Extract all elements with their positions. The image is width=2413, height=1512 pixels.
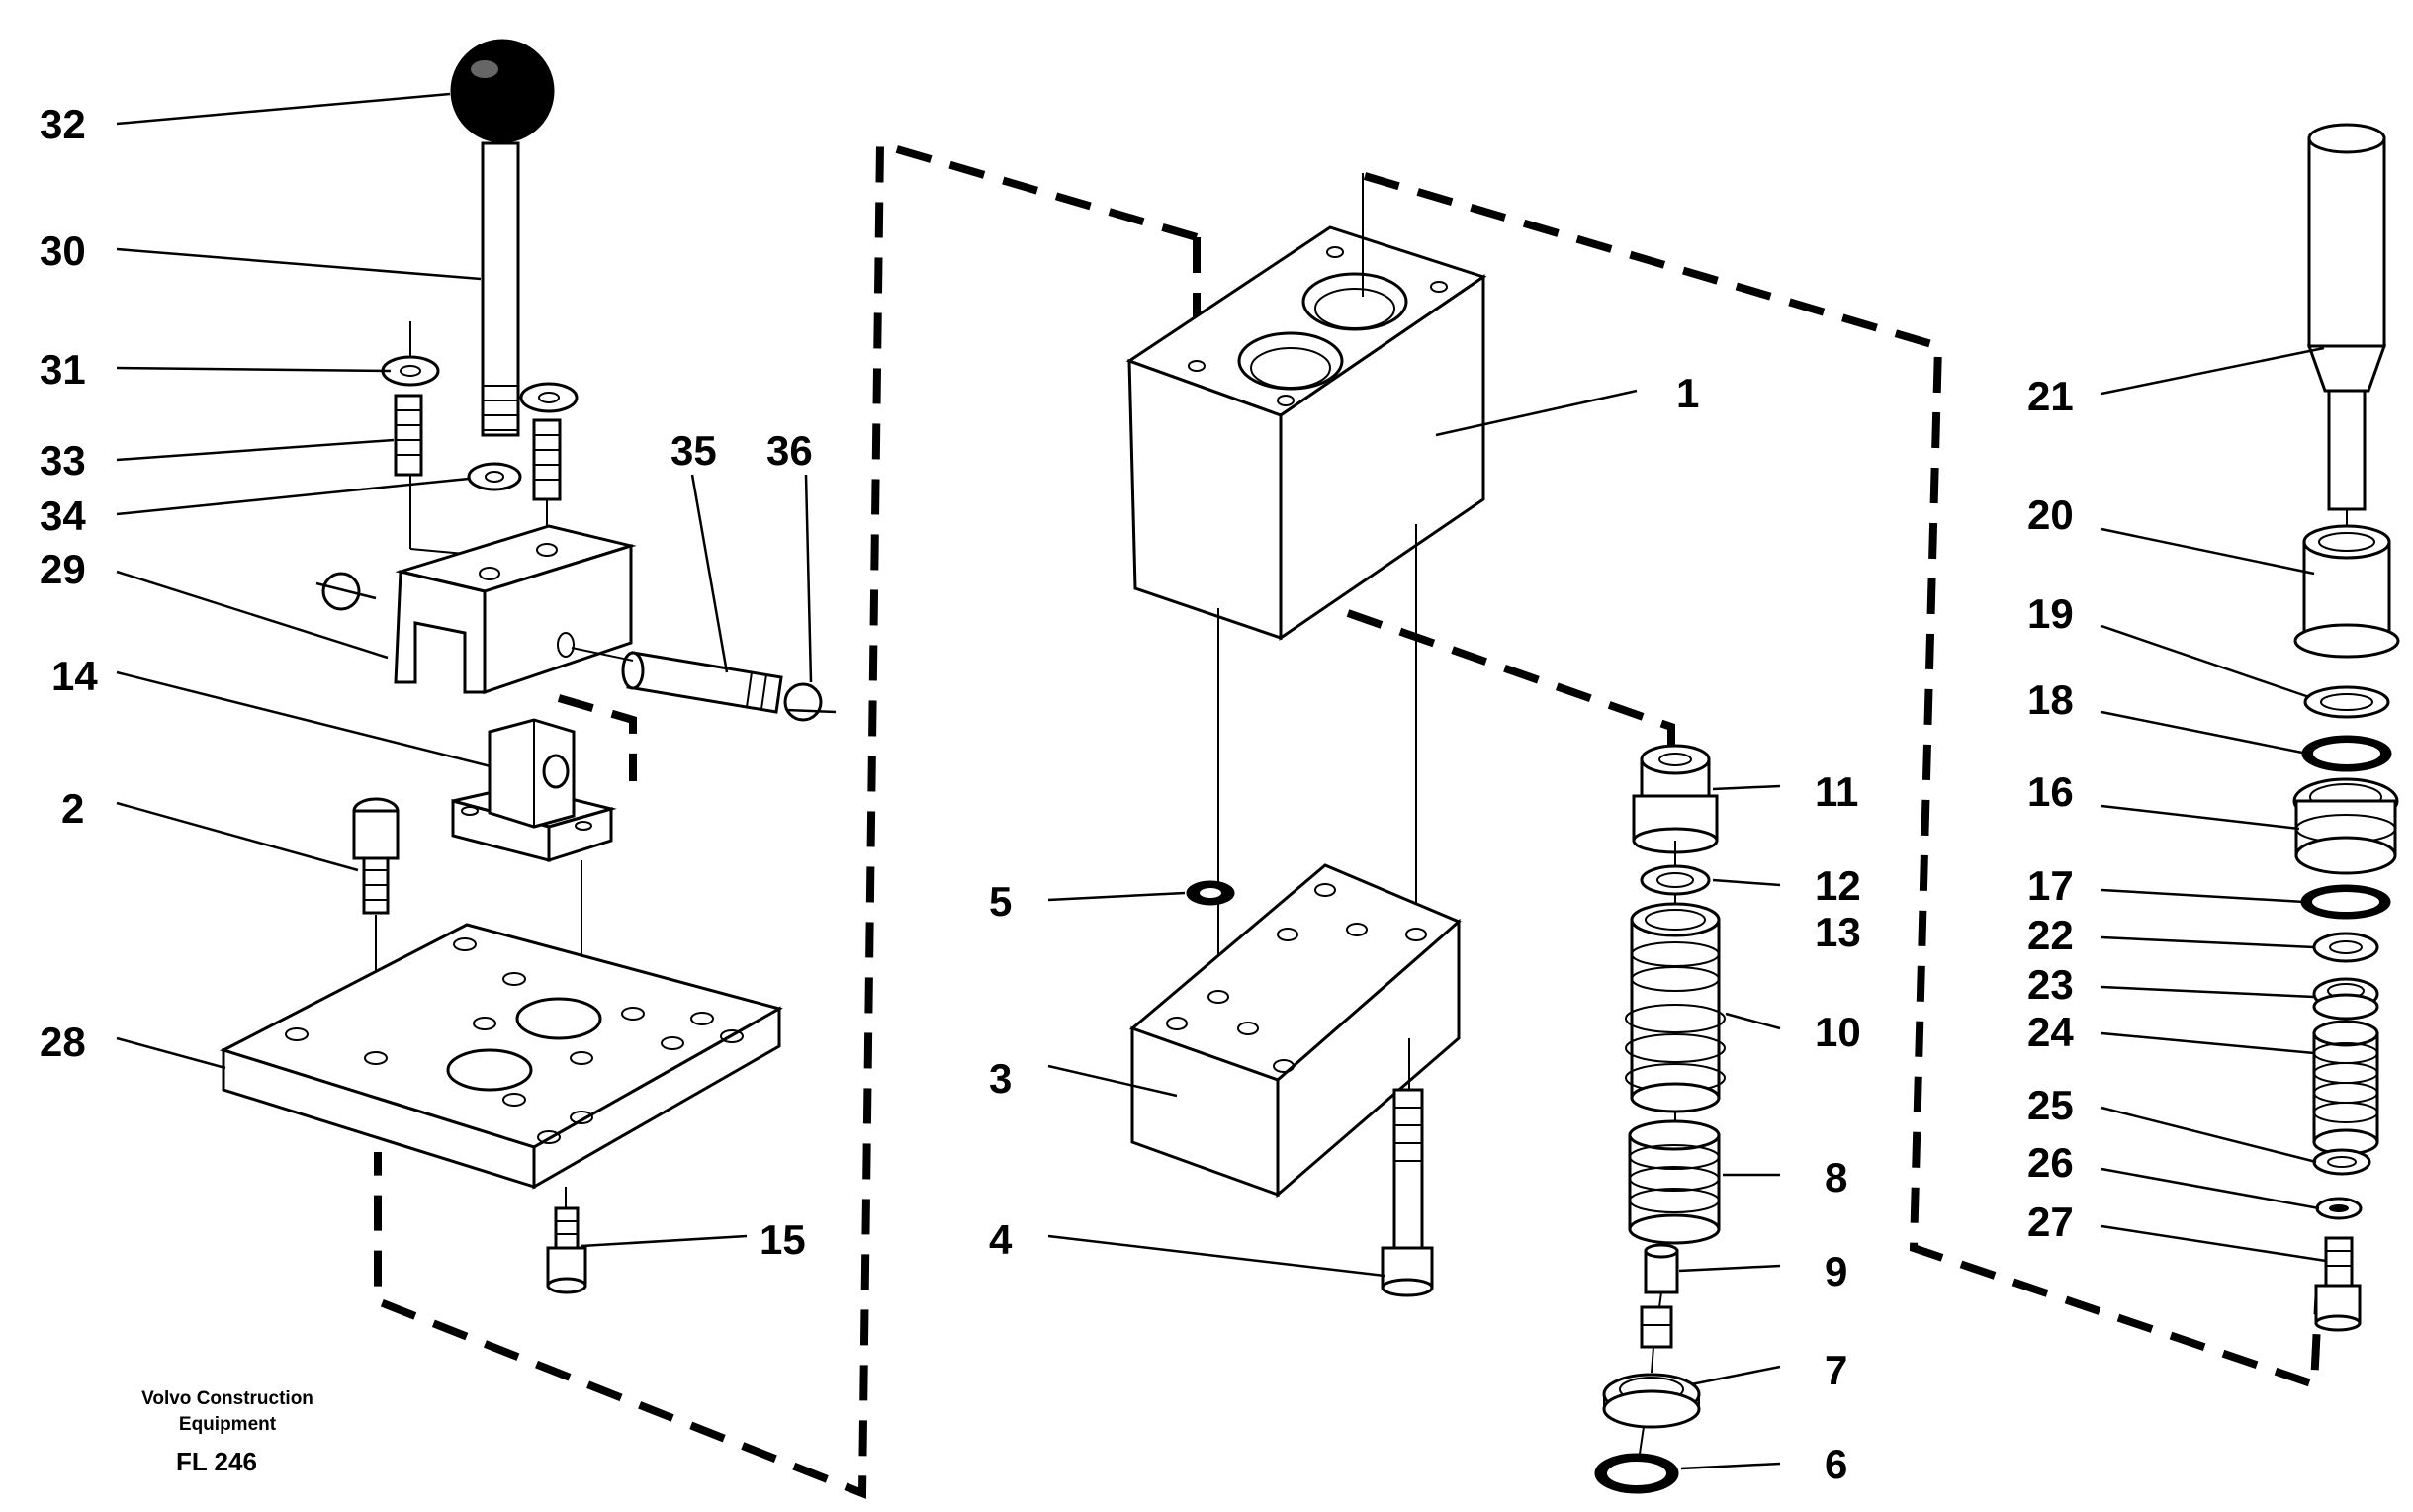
part-15-cap-screw (546, 1187, 587, 1294)
leader-lines (116, 92, 2327, 1470)
label-9: 9 (1825, 1248, 1847, 1294)
label-5: 5 (989, 878, 1012, 925)
part-labels: 32 30 31 33 34 29 14 2 28 15 35 36 1 5 3… (40, 101, 2074, 1487)
label-31: 31 (40, 346, 86, 393)
label-11: 11 (1815, 768, 1858, 815)
part-28-base-plate (220, 923, 783, 1190)
label-15: 15 (760, 1216, 806, 1263)
label-26: 26 (2027, 1139, 2074, 1186)
label-33: 33 (40, 437, 86, 484)
part-12-seal-ring (1640, 864, 1711, 896)
part-26-washer (2315, 1197, 2363, 1220)
label-7: 7 (1825, 1347, 1847, 1393)
label-1: 1 (1676, 370, 1699, 416)
part-22-washer (2312, 932, 2379, 963)
assembly-boundary-lines (374, 138, 2323, 1499)
label-14: 14 (51, 653, 98, 699)
part-20-bushing (2293, 524, 2400, 659)
label-30: 30 (40, 227, 86, 274)
part-18-o-ring (2301, 735, 2392, 772)
label-18: 18 (2027, 676, 2074, 723)
label-3: 3 (989, 1055, 1012, 1102)
label-13: 13 (1815, 909, 1861, 955)
part-27-screw (2314, 1236, 2362, 1332)
part-10-valve-sleeve (1625, 902, 1726, 1113)
label-21: 21 (2027, 373, 2074, 419)
part-36-clip (783, 682, 837, 722)
part-34-nut (467, 462, 522, 491)
label-20: 20 (2027, 491, 2074, 538)
part-31-nut-left (381, 321, 440, 387)
label-12: 12 (1815, 862, 1861, 909)
part-3-valve-block (1129, 863, 1462, 1199)
label-16: 16 (2027, 768, 2074, 815)
label-34: 34 (40, 492, 86, 539)
label-35: 35 (670, 427, 717, 474)
part-24-spring (2312, 1020, 2379, 1156)
label-22: 22 (2027, 912, 2074, 958)
part-5-o-ring (1186, 880, 1235, 906)
part-32-knob (450, 39, 555, 143)
part-29-lever-bracket (315, 524, 637, 695)
label-23: 23 (2027, 961, 2074, 1008)
part-30-lever-rod (481, 141, 520, 437)
part-35-pin (621, 651, 783, 714)
part-11-plug (1632, 744, 1719, 854)
label-28: 28 (40, 1019, 86, 1065)
label-8: 8 (1825, 1154, 1847, 1201)
part-16-guide (2292, 777, 2399, 875)
caption-company: Volvo Construction (141, 1388, 313, 1409)
label-6: 6 (1825, 1441, 1847, 1487)
label-29: 29 (40, 546, 86, 592)
label-25: 25 (2027, 1082, 2074, 1128)
part-7-seat-ring (1602, 1373, 1701, 1429)
label-32: 32 (40, 101, 86, 147)
label-17: 17 (2027, 862, 2074, 909)
label-27: 27 (2027, 1199, 2074, 1245)
label-4: 4 (989, 1216, 1013, 1263)
part-33-set-screw-right (532, 418, 562, 501)
label-36: 36 (766, 427, 813, 474)
part-31-nut-right (519, 382, 579, 413)
label-10: 10 (1815, 1009, 1861, 1055)
part-17-o-ring (2300, 884, 2391, 920)
part-21-plunger (2306, 123, 2387, 511)
part-33-set-screw-left (394, 394, 423, 477)
part-2-cap-screw (352, 797, 400, 915)
part-8-spring (1628, 1119, 1721, 1245)
label-19: 19 (2027, 590, 2074, 637)
part-4-cap-screw (1381, 1038, 1434, 1297)
part-1-valve-housing (1125, 225, 1487, 641)
figure-caption: Volvo Construction Equipment FL 246 (141, 1388, 313, 1476)
part-25-washer (2312, 1148, 2371, 1176)
part-9-spool-pin (1640, 1243, 1679, 1349)
caption-code: FL 246 (176, 1447, 257, 1476)
part-23-spring-seat (2312, 977, 2379, 1021)
caption-company-line2: Equipment (179, 1414, 277, 1435)
part-14-pivot-block (451, 718, 617, 863)
part-19-washer (2303, 685, 2390, 719)
label-2: 2 (61, 785, 84, 832)
part-6-o-ring (1594, 1453, 1679, 1494)
label-24: 24 (2027, 1009, 2074, 1055)
